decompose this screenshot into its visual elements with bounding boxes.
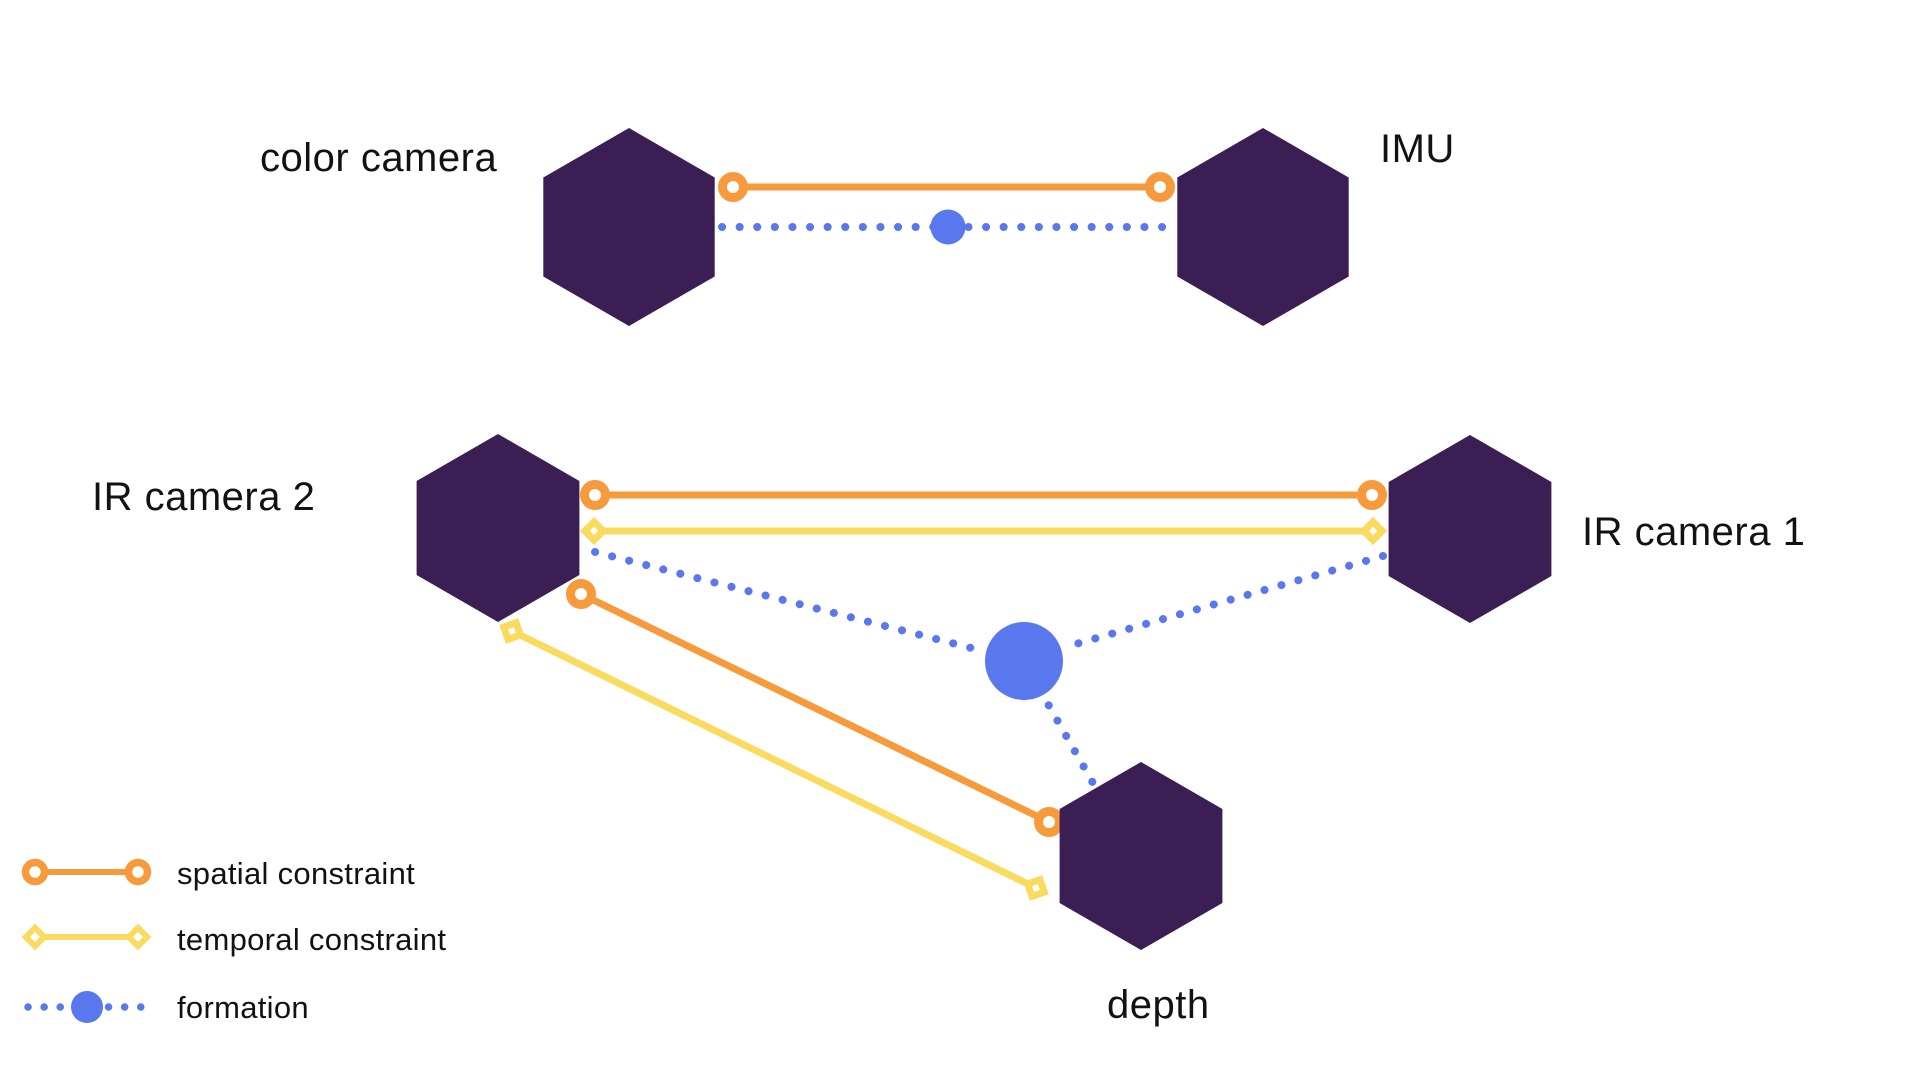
- spatial-ring-icon: [566, 579, 596, 609]
- node-hexagon-color-camera: [543, 128, 715, 326]
- legend-item-formation: formation: [24, 990, 309, 1025]
- spatial-ring-icon: [124, 858, 152, 886]
- temporal-constraint-line-ir2-depth: [510, 627, 1038, 892]
- formation-dotted-line-ir1-hub: [1058, 552, 1387, 652]
- temporal-diamond-icon: [1023, 875, 1049, 901]
- spatial-ring-icon: [1145, 172, 1175, 202]
- node-hexagon-depth: [1059, 762, 1223, 950]
- formation-hub-dot-icon: [985, 622, 1063, 700]
- spatial-ring-icon: [1357, 480, 1387, 510]
- legend-item-spatial: spatial constraint: [21, 856, 415, 891]
- temporal-diamond-icon: [1358, 516, 1388, 546]
- legend: spatial constraint temporal constraint f…: [21, 856, 446, 1025]
- temporal-diamond-icon: [499, 618, 525, 644]
- node-hexagon-ir-camera-1: [1388, 435, 1552, 623]
- legend-item-temporal: temporal constraint: [21, 922, 446, 957]
- node-label-ir-camera-1: IR camera 1: [1582, 510, 1805, 554]
- formation-hub-dot-icon: [930, 209, 966, 245]
- node-label-depth: depth: [1107, 983, 1210, 1027]
- node-label-ir-camera-2: IR camera 2: [92, 475, 315, 519]
- node-hexagon-imu: [1177, 128, 1349, 326]
- formation-dotted-line-ir2-hub: [591, 548, 991, 656]
- legend-label-formation: formation: [177, 990, 309, 1025]
- legend-label-temporal: temporal constraint: [177, 922, 446, 957]
- pair-color-camera-imu: [718, 172, 1175, 245]
- spatial-ring-icon: [21, 858, 49, 886]
- node-label-color-camera: color camera: [260, 136, 497, 180]
- spatial-ring-icon: [580, 480, 610, 510]
- formation-hub-dot-icon: [71, 991, 103, 1023]
- spatial-ring-icon: [718, 172, 748, 202]
- formation-dotted-line-depth-hub: [1036, 686, 1097, 787]
- spatial-ring-icon: [1034, 807, 1064, 837]
- temporal-diamond-icon: [21, 923, 49, 951]
- temporal-diamond-icon: [579, 516, 609, 546]
- spatial-constraint-line-ir2-depth: [579, 590, 1051, 826]
- node-label-imu: IMU: [1380, 127, 1455, 171]
- temporal-diamond-icon: [124, 923, 152, 951]
- group-ir-depth: [499, 480, 1388, 901]
- legend-label-spatial: spatial constraint: [177, 856, 415, 891]
- node-hexagon-ir-camera-2: [416, 434, 580, 622]
